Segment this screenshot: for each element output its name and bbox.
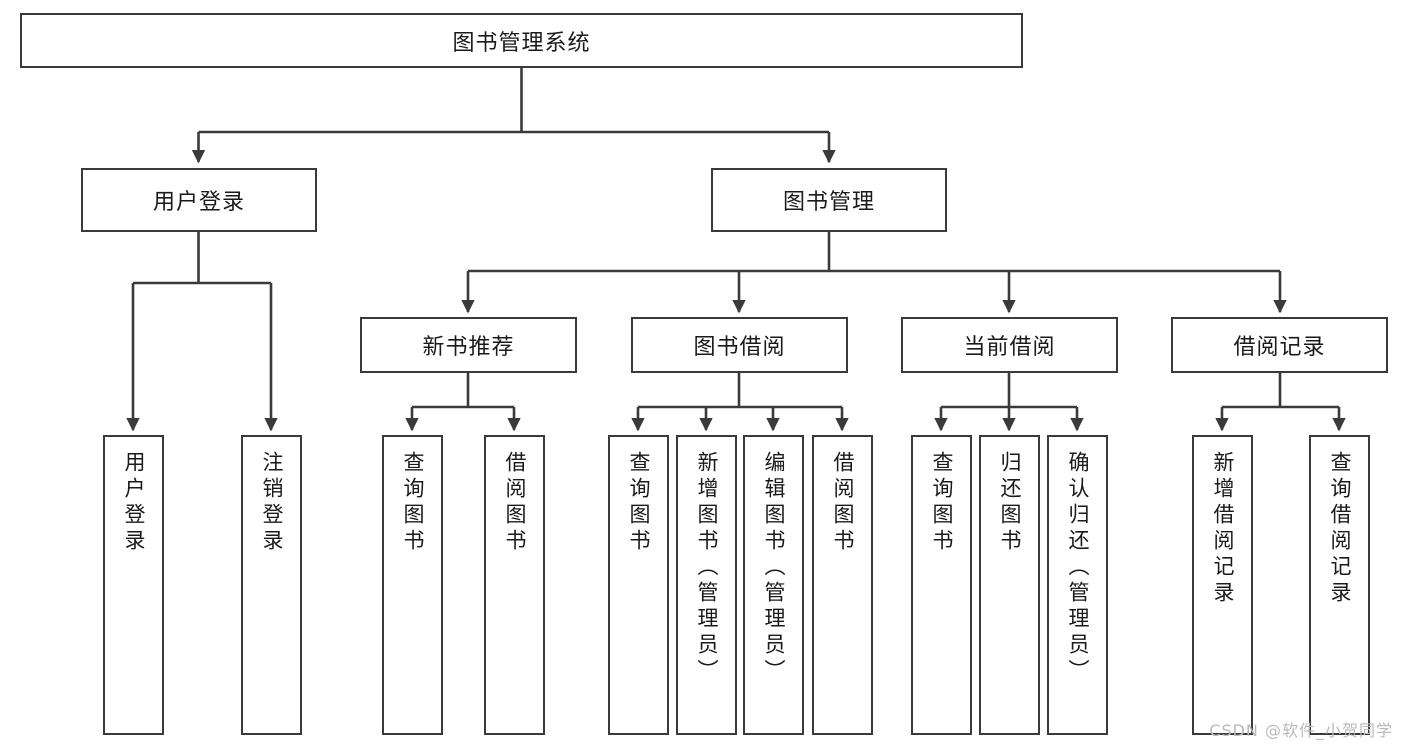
leaf-current-borrow-query-book[interactable]: 查询图书 (911, 435, 972, 735)
node-current-borrow[interactable]: 当前借阅 (901, 317, 1118, 373)
leaf-label: 查询借阅记录 (1328, 451, 1352, 607)
node-new-book-recommend-label: 新书推荐 (422, 335, 515, 360)
node-book-management-label: 图书管理 (782, 190, 875, 215)
node-user-login[interactable]: 用户登录 (81, 168, 317, 232)
leaf-book-borrow-query-book[interactable]: 查询图书 (608, 435, 669, 735)
leaf-new-book-borrow-book[interactable]: 借阅图书 (484, 435, 545, 735)
node-new-book-recommend[interactable]: 新书推荐 (360, 317, 577, 373)
csdn-watermark: CSDN @软件_小贺同学 (1209, 721, 1393, 740)
leaf-current-borrow-confirm-return-admin[interactable]: 确认归还（管理员） (1047, 435, 1108, 735)
node-borrow-record-label: 借阅记录 (1233, 335, 1326, 360)
node-root-book-management-system[interactable]: 图书管理系统 (20, 13, 1023, 68)
leaf-current-borrow-return-book[interactable]: 归还图书 (979, 435, 1040, 735)
node-root-label: 图书管理系统 (452, 30, 591, 56)
node-user-login-label: 用户登录 (152, 190, 245, 215)
leaf-label: 新增借阅记录 (1211, 451, 1235, 607)
node-borrow-record[interactable]: 借阅记录 (1171, 317, 1388, 373)
node-book-borrow-label: 图书借阅 (693, 335, 786, 360)
leaf-borrow-record-add-record[interactable]: 新增借阅记录 (1192, 435, 1253, 735)
leaf-user-login-logout[interactable]: 注销登录 (241, 435, 302, 735)
node-book-management[interactable]: 图书管理 (711, 168, 947, 232)
leaf-label: 确认归还（管理员） (1066, 451, 1090, 685)
leaf-book-borrow-edit-book-admin[interactable]: 编辑图书（管理员） (743, 435, 804, 735)
node-current-borrow-label: 当前借阅 (963, 335, 1056, 360)
leaf-label: 借阅图书 (831, 451, 855, 555)
leaf-user-login-login[interactable]: 用户登录 (103, 435, 164, 735)
leaf-label: 编辑图书（管理员） (762, 451, 786, 685)
leaf-label: 查询图书 (401, 451, 425, 555)
leaf-new-book-query-book[interactable]: 查询图书 (382, 435, 443, 735)
leaf-label: 注销登录 (260, 451, 284, 555)
leaf-label: 借阅图书 (503, 451, 527, 555)
leaf-label: 查询图书 (627, 451, 651, 555)
leaf-label: 归还图书 (998, 451, 1022, 555)
leaf-book-borrow-borrow-book[interactable]: 借阅图书 (812, 435, 873, 735)
leaf-borrow-record-query-record[interactable]: 查询借阅记录 (1309, 435, 1370, 735)
leaf-label: 用户登录 (122, 451, 146, 555)
leaf-label: 新增图书（管理员） (695, 451, 719, 685)
node-book-borrow[interactable]: 图书借阅 (631, 317, 848, 373)
leaf-book-borrow-add-book-admin[interactable]: 新增图书（管理员） (676, 435, 737, 735)
leaf-label: 查询图书 (930, 451, 954, 555)
